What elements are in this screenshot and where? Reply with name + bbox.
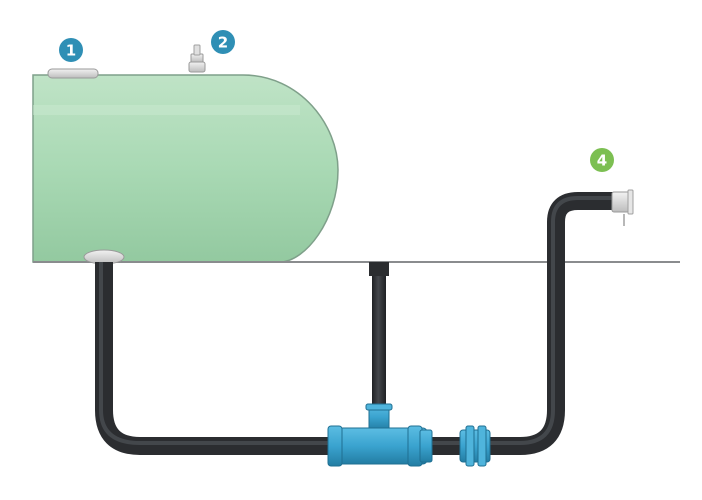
branch-stub bbox=[369, 262, 389, 276]
marker-1: 1 bbox=[59, 38, 83, 62]
fill-cap bbox=[47, 68, 99, 79]
marker-2: 2 bbox=[211, 30, 235, 54]
main-pipe-highlight bbox=[99, 196, 615, 445]
marker-4-label: 4 bbox=[597, 152, 607, 170]
marker-4: 4 bbox=[590, 148, 614, 172]
tee-fitting bbox=[327, 403, 433, 467]
union-fitting bbox=[459, 425, 491, 467]
marker-2-label: 2 bbox=[218, 34, 228, 52]
marker-1-label: 1 bbox=[66, 42, 76, 60]
tank-outlet bbox=[83, 249, 125, 265]
outlet-spout bbox=[611, 189, 634, 226]
branch-pipe bbox=[372, 262, 386, 412]
vent-valve bbox=[188, 44, 206, 73]
tank-body bbox=[32, 74, 339, 263]
